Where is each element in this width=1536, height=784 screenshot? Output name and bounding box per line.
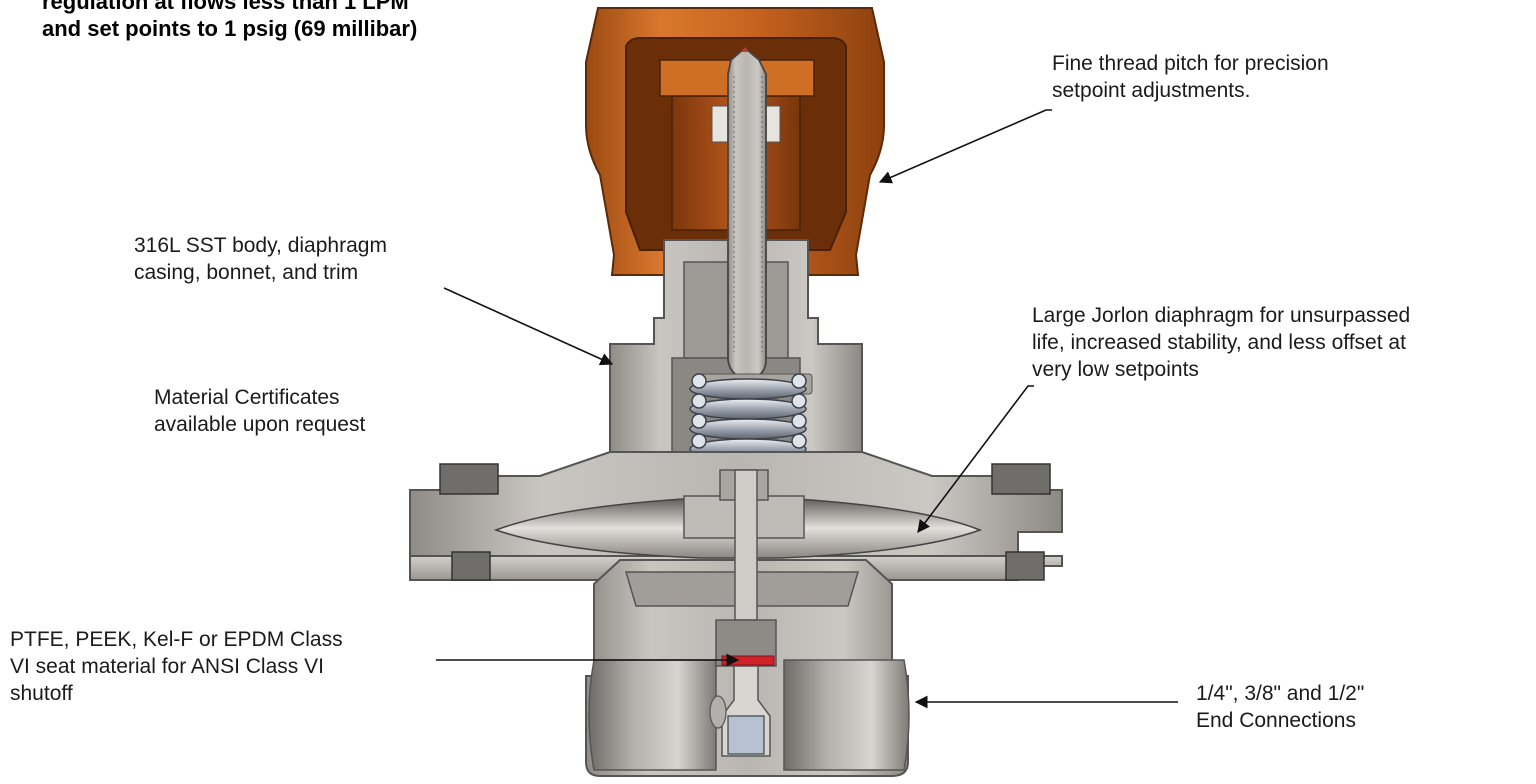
leader-lines [436, 109, 1178, 709]
callout-diaphragm-line-1: Large Jorlon diaphragm for unsurpassed [1032, 304, 1411, 327]
callout-connections-line-2: End Connections [1196, 709, 1356, 732]
callout-body-material: 316L SST body, diaphragm casing, bonnet,… [134, 232, 387, 286]
leader-body [443, 287, 614, 366]
callout-seat-line-3: shutoff [10, 682, 73, 705]
leader-diaphragm [917, 385, 1034, 534]
callout-diaphragm-line-2: life, increased stability, and less offs… [1032, 331, 1406, 354]
callout-seat-line-2: VI seat material for ANSI Class VI [10, 655, 324, 678]
callout-body-line-2: casing, bonnet, and trim [134, 261, 359, 284]
adjusting-screw [727, 46, 767, 381]
callout-diaphragm-line-3: very low setpoints [1032, 358, 1199, 381]
callout-seat-line-1: PTFE, PEEK, Kel-F or EPDM Class [10, 628, 343, 651]
heading-line-1: regulation at flows less than 1 LPM [42, 0, 409, 14]
callout-certs-line-2: available upon request [154, 413, 366, 436]
callout-thread-pitch: Fine thread pitch for precision setpoint… [1052, 50, 1329, 104]
callout-certs-line-1: Material Certificates [154, 386, 340, 409]
leader-thread [878, 109, 1052, 184]
valve-body [585, 469, 910, 777]
callout-diaphragm: Large Jorlon diaphragm for unsurpassed l… [1032, 302, 1410, 383]
callout-seat-material: PTFE, PEEK, Kel-F or EPDM Class VI seat … [10, 626, 343, 707]
callout-thread-line-1: Fine thread pitch for precision [1052, 52, 1329, 75]
callout-end-connections: 1/4", 3/8" and 1/2" End Connections [1196, 680, 1364, 734]
callout-thread-line-2: setpoint adjustments. [1052, 79, 1251, 102]
callout-connections-line-1: 1/4", 3/8" and 1/2" [1196, 682, 1365, 705]
callout-body-line-1: 316L SST body, diaphragm [134, 234, 387, 257]
heading: regulation at flows less than 1 LPM and … [42, 0, 417, 42]
callout-certificates: Material Certificates available upon req… [154, 384, 365, 438]
heading-line-2: and set points to 1 psig (69 millibar) [42, 16, 418, 41]
